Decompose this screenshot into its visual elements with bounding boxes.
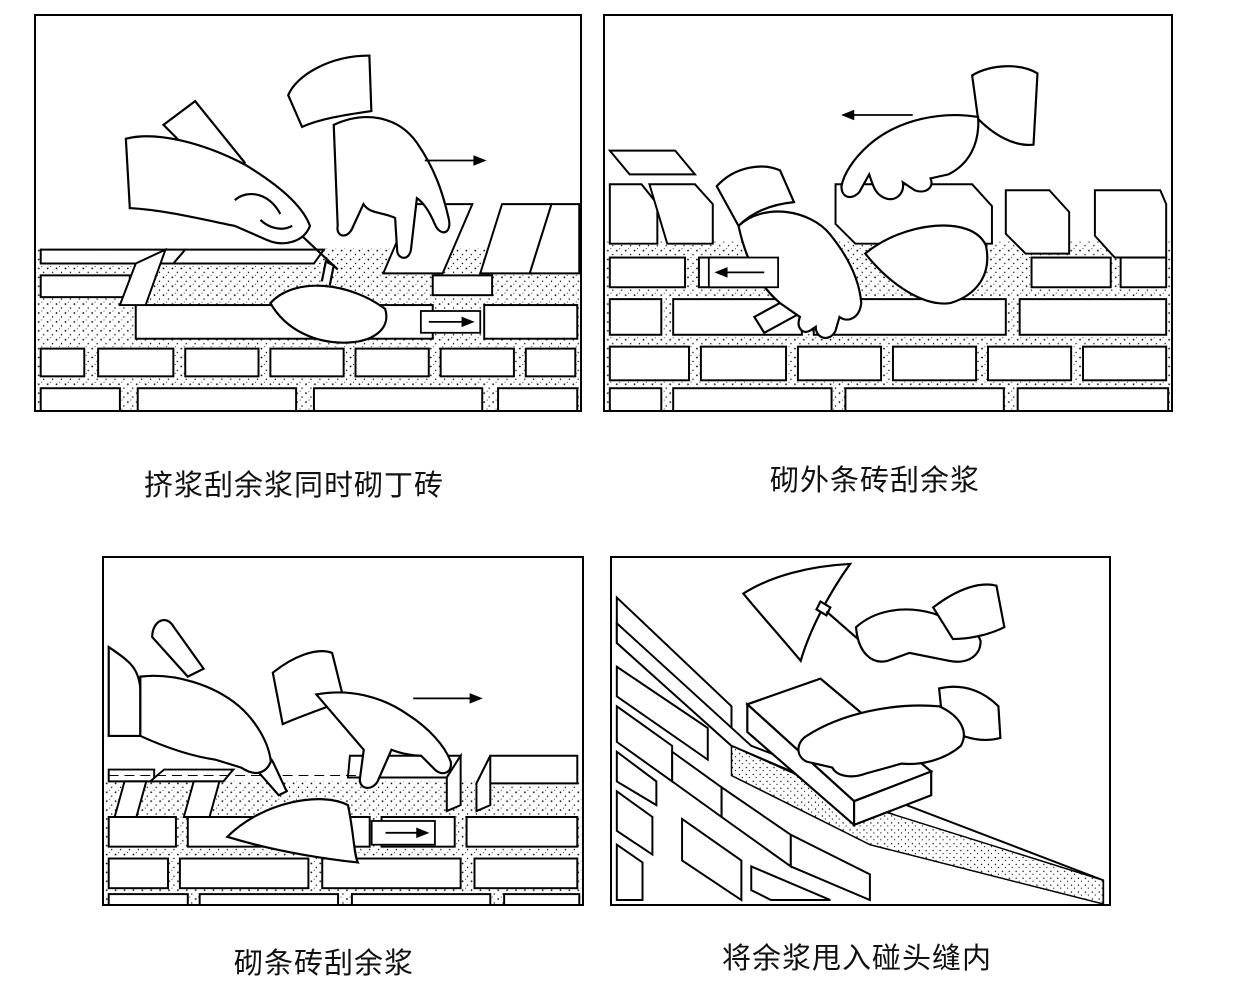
panel-outer-stretcher-brick <box>603 14 1173 412</box>
arrow-left-icon <box>707 256 780 289</box>
left-hand <box>107 619 272 774</box>
arrow-right-icon <box>424 155 487 166</box>
arrow-right-icon <box>419 310 482 334</box>
left-hand <box>715 165 863 339</box>
arrow-right-icon <box>370 820 436 846</box>
left-hand <box>124 99 312 245</box>
wall-bricks <box>608 256 1170 410</box>
panel-fill-head-joint <box>610 556 1111 906</box>
right-hand <box>840 65 1039 201</box>
right-hand <box>287 54 451 259</box>
panel-squeeze-mortar-header-brick <box>34 14 582 412</box>
caption-panel-3: 砌条砖刮余浆 <box>234 946 415 980</box>
illustration-header-brick <box>36 54 580 410</box>
caption-panel-2: 砌外条砖刮余浆 <box>770 463 981 497</box>
panel-stretcher-brick <box>102 556 584 906</box>
arrow-right-icon <box>413 693 483 704</box>
illustration-stretcher-brick <box>104 619 582 904</box>
illustration-head-joint <box>615 562 1105 904</box>
arrow-left-icon <box>841 109 913 121</box>
bottom-brick-courses <box>39 274 579 410</box>
left-hand-lower <box>797 685 1002 778</box>
illustration-outer-stretcher <box>605 65 1171 410</box>
caption-panel-4: 将余浆甩入碰头缝内 <box>722 941 993 975</box>
caption-panel-1: 挤浆刮余浆同时砌丁砖 <box>144 468 445 502</box>
trowel <box>741 562 859 664</box>
right-hand <box>271 650 452 789</box>
right-hand-upper <box>854 583 1006 663</box>
